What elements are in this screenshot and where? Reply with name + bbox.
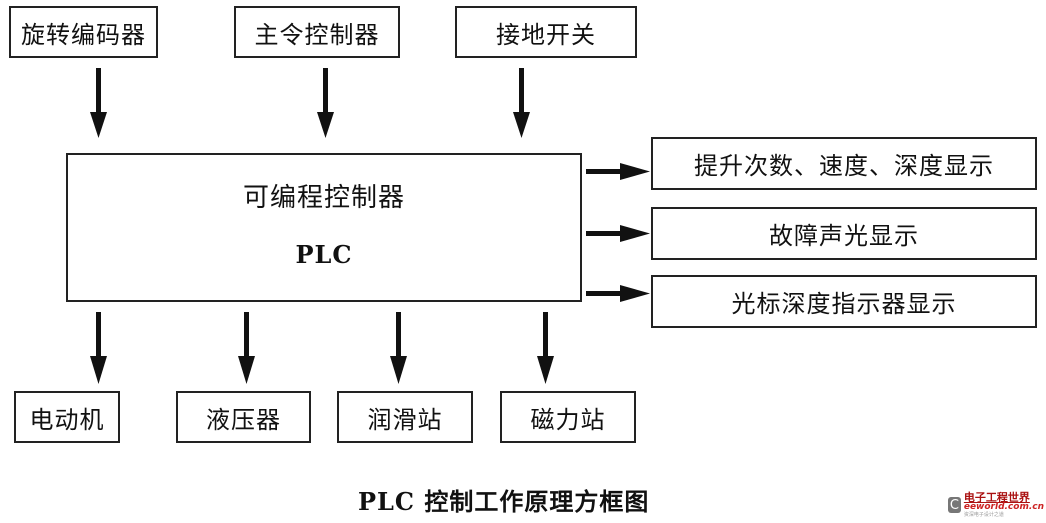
- display-box-cursor-depth-indicator: 光标深度指示器显示: [651, 275, 1037, 328]
- arrow-right-icon: [586, 163, 650, 180]
- watermark-line3: 资深电子设计之道: [963, 511, 1004, 518]
- arrow-right-icon: [586, 285, 650, 302]
- input-box-master-controller: 主令控制器: [234, 6, 400, 58]
- watermark-logo: C 电子工程世界 eeworld.com.cn 资深电子设计之道: [948, 488, 1044, 522]
- arrow-down-icon: [238, 312, 255, 384]
- output-label: 电动机: [29, 405, 105, 434]
- watermark-line2: eeworld.com.cn: [963, 502, 1044, 513]
- arrow-down-icon: [513, 68, 530, 138]
- input-label: 旋转编码器: [21, 20, 146, 49]
- display-label: 故障声光显示: [769, 222, 919, 250]
- display-label: 光标深度指示器显示: [731, 290, 957, 318]
- output-box-motor: 电动机: [14, 391, 120, 443]
- display-box-hoist-count-speed-depth: 提升次数、速度、深度显示: [651, 137, 1037, 190]
- input-box-rotary-encoder: 旋转编码器: [9, 6, 158, 58]
- arrow-down-icon: [90, 312, 107, 384]
- arrow-down-icon: [537, 312, 554, 384]
- watermark-line1: 电子工程世界: [963, 490, 1030, 504]
- output-label: 磁力站: [530, 405, 606, 434]
- input-label: 主令控制器: [254, 20, 380, 49]
- arrow-right-icon: [586, 225, 650, 242]
- input-label: 接地开关: [496, 20, 596, 49]
- arrow-down-icon: [317, 68, 334, 138]
- output-box-hydraulic: 液压器: [176, 391, 311, 443]
- input-box-ground-switch: 接地开关: [455, 6, 637, 58]
- plc-controller-box: 可编程控制器 PLC: [66, 153, 582, 302]
- eeworld-logo-icon: C: [948, 497, 961, 513]
- display-label: 提升次数、速度、深度显示: [694, 152, 994, 180]
- display-box-fault-alarm: 故障声光显示: [651, 207, 1037, 260]
- plc-title: 可编程控制器: [242, 183, 405, 213]
- output-label: 润滑站: [367, 405, 443, 434]
- output-label: 液压器: [206, 405, 281, 434]
- plc-subtitle: PLC: [295, 240, 353, 269]
- arrow-down-icon: [390, 312, 407, 384]
- output-box-magnetic-station: 磁力站: [500, 391, 636, 443]
- output-box-lubrication-station: 润滑站: [337, 391, 473, 443]
- arrow-down-icon: [90, 68, 107, 138]
- diagram-caption: PLC 控制工作原理方框图: [358, 487, 650, 516]
